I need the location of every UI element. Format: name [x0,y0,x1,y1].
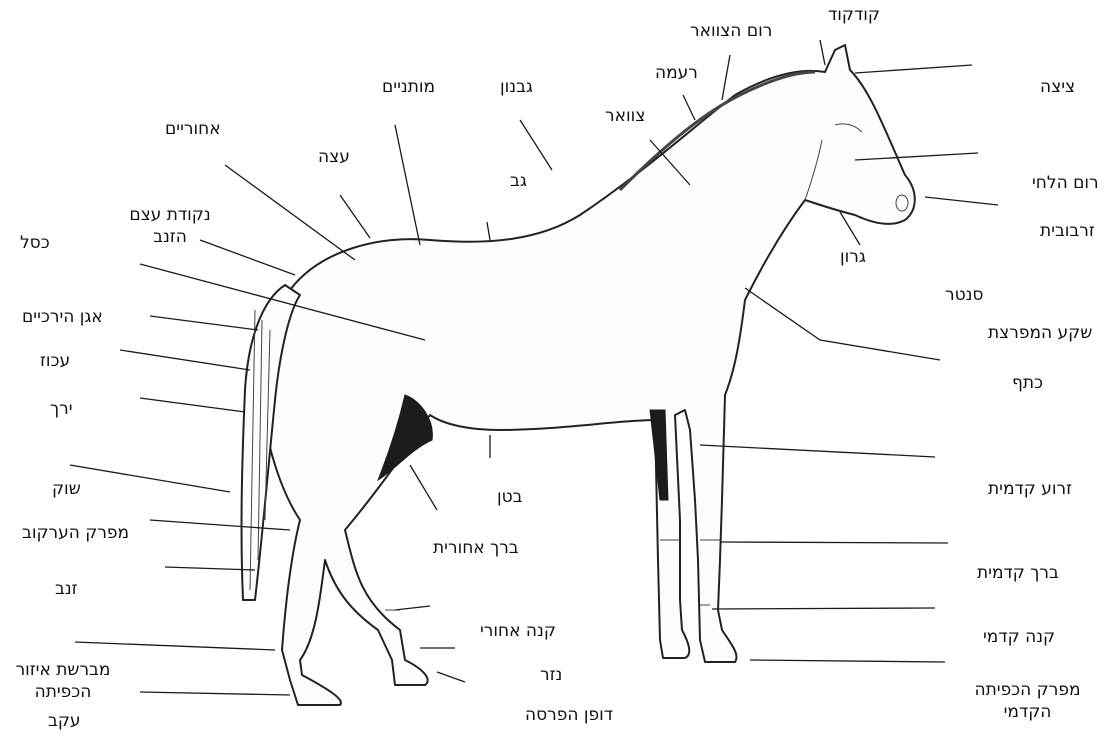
label-yarekh: ירך [50,398,73,420]
label-zarbuvit: זרבובית [1040,220,1095,242]
label-kane-ahori: קנה אחורי [480,620,556,642]
label-nekudat-etzem-hazanav: נקודת עצם הזנב [115,204,225,248]
label-dofen-haparsa: דופן הפרסה [525,704,613,726]
label-zanav: זנב [55,578,78,600]
label-motnaim: מותניים [382,76,435,98]
label-agan-hayarkaim: אגן הירכיים [22,306,103,328]
label-kesel: כסל [20,232,50,254]
label-berekh-ahorit: ברך אחורית [433,537,519,559]
label-garon: גרון [840,246,866,268]
label-zroa-kidmit: זרוע קדמית [988,478,1072,500]
label-akev: עקב [48,710,81,732]
label-mifrak-haarkov: מפרק הערקוב [22,522,129,544]
label-beten: בטן [497,486,522,508]
label-tziza: ציצה [1040,76,1075,98]
label-gav: גב [510,170,527,192]
label-gavnun: גבנון [500,76,533,98]
label-kodkod: קודקוד [828,4,880,26]
label-akoz: עכוז [40,350,70,372]
label-kane-kidmi: קנה קדמי [983,626,1055,648]
label-sheka-hamifratzet: שקע המפרצת [988,322,1092,344]
horse-body [262,45,915,705]
label-berekh-kidmit: ברך קדמית [977,562,1059,584]
label-rom-halehi: רום הלחי [1032,172,1099,194]
label-raama: רעמה [655,62,698,84]
label-katef: כתף [1012,372,1043,394]
label-tzavar: צוואר [605,105,645,127]
label-rom-hatzavar: רום הצוואר [690,20,772,42]
label-atza: עצה [318,146,350,168]
label-nezer: נזר [540,664,562,686]
label-shok: שוק [52,478,81,500]
label-mifrak-hakfita-hakidmi: מפרק הכפיתה הקדמי [960,679,1095,723]
label-ahoraim: אחוריים [165,118,221,140]
label-mivreshet-ezor-hakfita: מברשת איזור הכפיתה [8,659,118,703]
label-santer: סנטר [945,284,983,306]
